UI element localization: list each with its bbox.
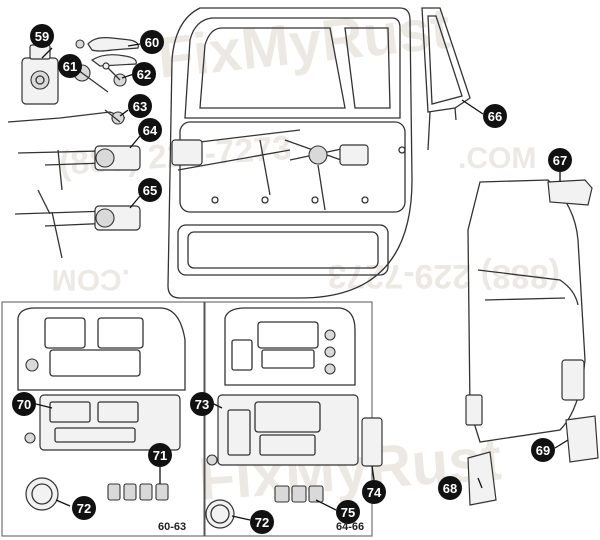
callout-65-label: 65 — [143, 183, 157, 198]
callout-72-right: 72 — [250, 510, 274, 534]
callout-61: 61 — [58, 54, 82, 78]
door-hinge-patch-part-69 — [565, 415, 599, 463]
gauge-bezel-part-72-right — [205, 454, 235, 529]
callout-71-label: 71 — [153, 448, 167, 463]
vent-window-frame-part-66 — [421, 7, 471, 151]
callout-70: 70 — [12, 392, 36, 416]
callout-71: 71 — [148, 443, 172, 467]
callout-65: 65 — [138, 178, 162, 202]
callout-75: 75 — [336, 500, 360, 524]
callout-73-label: 73 — [195, 397, 209, 412]
callout-62-label: 62 — [137, 67, 151, 82]
leader-lines — [35, 43, 569, 521]
callout-63: 63 — [128, 94, 152, 118]
door-shell — [465, 179, 586, 443]
cover-plate-part-74 — [361, 417, 383, 467]
callout-72-right-label: 72 — [255, 515, 269, 530]
outside-door-handle-part-60 — [75, 37, 139, 67]
callout-74: 74 — [362, 480, 386, 504]
callout-66: 66 — [483, 104, 507, 128]
gauge-bezel-part-72-left — [24, 432, 59, 511]
callout-72-left-label: 72 — [77, 501, 91, 516]
watermark-brand: FixMyRust — [155, 0, 453, 91]
callout-64: 64 — [138, 118, 162, 142]
callout-73: 73 — [190, 392, 214, 416]
dash-panel-part-70 — [39, 394, 181, 451]
watermark-phone-mirrored: (888) 229-7273 — [327, 257, 560, 295]
callout-68-label: 68 — [443, 481, 457, 496]
callout-59-label: 59 — [35, 29, 49, 44]
dash-panel-part-73 — [217, 394, 359, 466]
watermark: FixMyRust .COM (888) 229-7273 (888) 229-… — [52, 0, 560, 513]
callout-60-label: 60 — [145, 35, 159, 50]
switch-knobs-part-75 — [274, 485, 324, 503]
callout-59: 59 — [30, 24, 54, 48]
year-range-64-66: 64-66 — [336, 521, 364, 533]
callout-66-label: 66 — [488, 109, 502, 124]
callout-68: 68 — [438, 476, 462, 500]
callout-69: 69 — [531, 438, 555, 462]
window-regulator-part-65 — [14, 189, 141, 259]
dash-60-63 — [17, 307, 186, 391]
callout-72-left: 72 — [72, 496, 96, 520]
door-inner-panel — [167, 7, 413, 299]
callout-69-label: 69 — [536, 443, 550, 458]
dash-64-66 — [224, 307, 356, 386]
year-range-60-63: 60-63 — [158, 521, 186, 533]
callout-74-label: 74 — [367, 485, 382, 500]
callout-60: 60 — [140, 30, 164, 54]
lock-rod-part-63 — [7, 109, 126, 125]
door-latch-part-59 — [21, 44, 59, 105]
callout-70-label: 70 — [17, 397, 31, 412]
callout-75-label: 75 — [341, 505, 355, 520]
callout-61-label: 61 — [63, 59, 77, 74]
watermark-dotcom: .COM — [458, 142, 536, 175]
watermark-dotcom-mirrored: .COM — [52, 263, 130, 296]
callout-67: 67 — [548, 148, 572, 172]
callout-67-label: 67 — [553, 153, 567, 168]
door-window-regulators — [171, 129, 369, 211]
callout-62: 62 — [132, 62, 156, 86]
callout-63-label: 63 — [133, 99, 147, 114]
window-regulator-part-64 — [17, 145, 141, 191]
switch-knobs-part-71 — [107, 483, 169, 501]
door-top-trim-part-67 — [547, 179, 593, 206]
callout-64-label: 64 — [143, 123, 158, 138]
panel-60-63-border — [1, 301, 205, 537]
door-bottom-patch-part-68 — [467, 451, 497, 506]
window-crank-part-62 — [102, 62, 127, 87]
